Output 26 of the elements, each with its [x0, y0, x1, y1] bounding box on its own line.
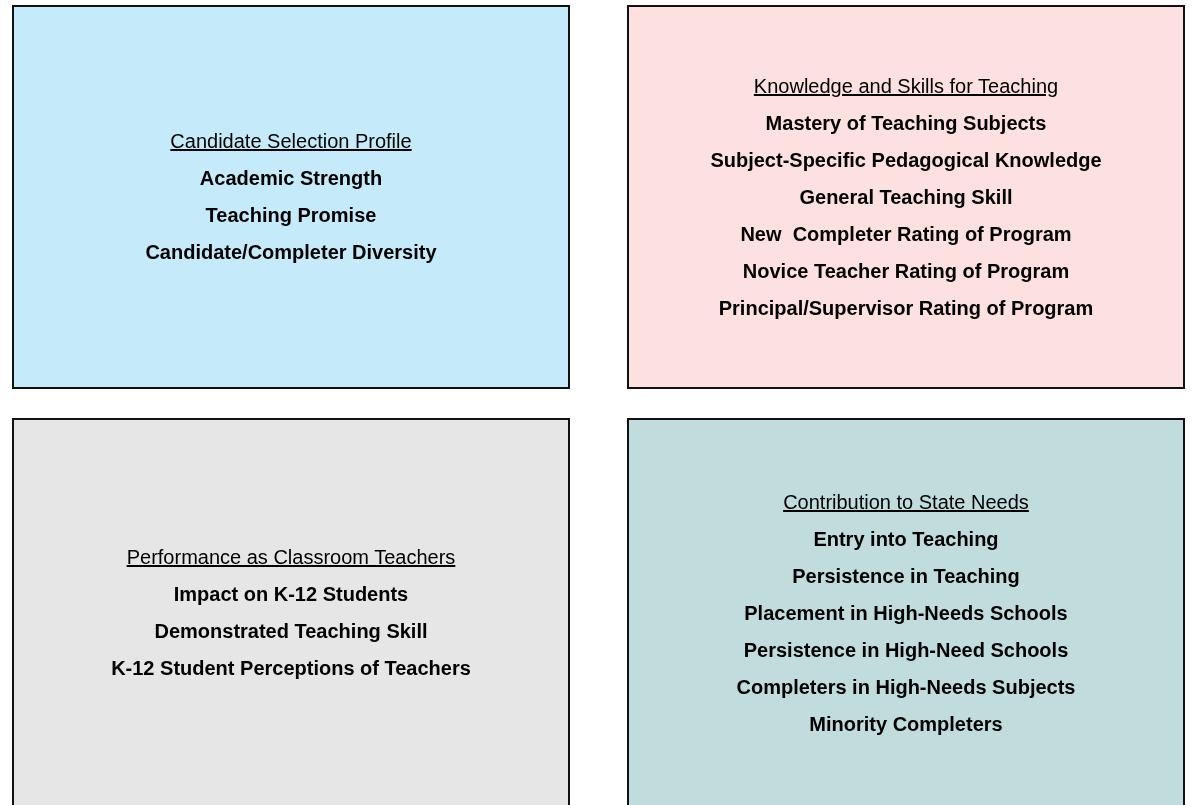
- measure-item: Completers in High-Needs Subjects: [736, 674, 1076, 700]
- measure-item: Persistence in Teaching: [792, 563, 1020, 589]
- panel-heading: Knowledge and Skills for Teaching: [753, 73, 1059, 99]
- panel-heading: Contribution to State Needs: [783, 489, 1029, 515]
- category-panel: [12, 5, 570, 389]
- panel-heading: Performance as Classroom Teachers: [126, 545, 456, 570]
- measure-item: Subject-Specific Pedagogical Knowledge: [710, 147, 1102, 173]
- measure-item: Novice Teacher Rating of Program: [742, 258, 1070, 284]
- measure-item: New Completer Rating of Program: [740, 221, 1072, 247]
- measure-item: Candidate/Completer Diversity: [145, 240, 437, 265]
- measure-item: General Teaching Skill: [799, 184, 1013, 210]
- measure-item: Placement in High-Needs Schools: [744, 600, 1068, 626]
- category-panel: [627, 418, 1185, 805]
- measure-item: Minority Completers: [809, 711, 1003, 737]
- category-panel: [627, 5, 1185, 389]
- panel-heading: Candidate Selection Profile: [170, 129, 412, 154]
- measure-item: Demonstrated Teaching Skill: [154, 619, 428, 644]
- measure-item: Entry into Teaching: [813, 526, 999, 552]
- measure-item: Impact on K-12 Students: [173, 582, 409, 607]
- category-panel: [12, 418, 570, 805]
- measure-item: Teaching Promise: [205, 203, 377, 228]
- measure-item: Mastery of Teaching Subjects: [765, 110, 1047, 136]
- measure-item: Principal/Supervisor Rating of Program: [718, 295, 1094, 321]
- measure-item: K-12 Student Perceptions of Teachers: [111, 656, 471, 681]
- measure-item: Persistence in High-Need Schools: [743, 637, 1069, 663]
- measure-item: Academic Strength: [199, 166, 383, 191]
